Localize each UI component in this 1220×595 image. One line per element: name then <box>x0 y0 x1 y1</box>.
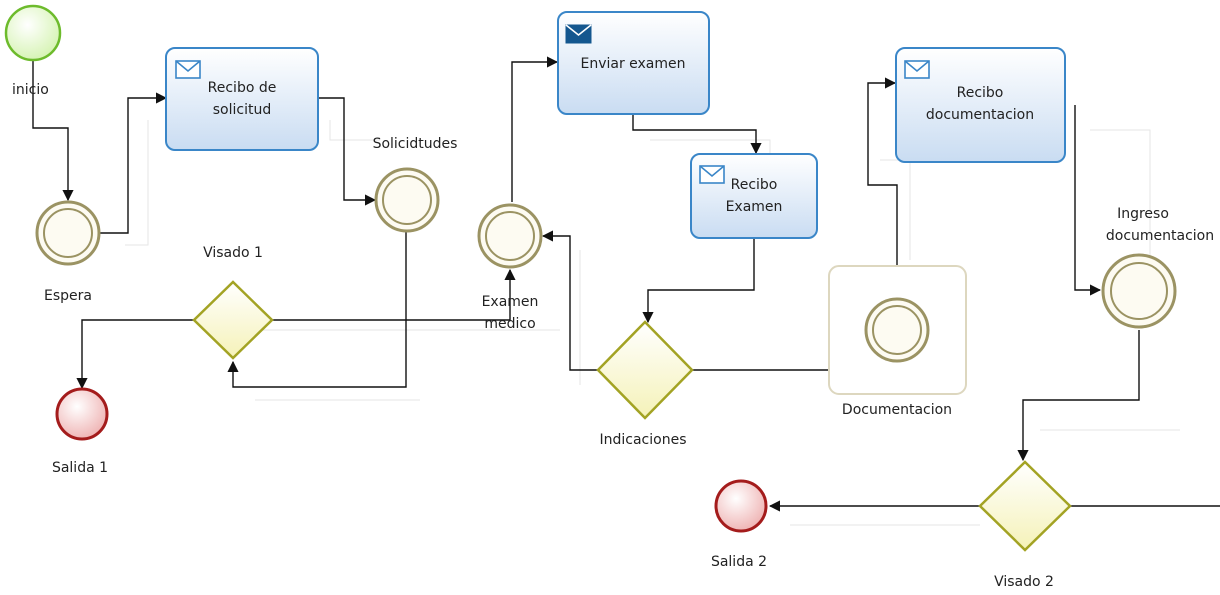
flow-documentacion-recibo-documentacion <box>867 77 898 297</box>
event-label-line-2: medico <box>484 316 535 332</box>
task-label-line-2: solicitud <box>213 102 271 118</box>
gateway-label: Indicaciones <box>600 432 687 448</box>
envelope-outline-icon <box>175 60 201 79</box>
end-event-salida-1[interactable]: Salida 1 <box>52 387 109 476</box>
event-examen-medico[interactable]: Examen medico <box>477 203 543 332</box>
start-event-inicio[interactable]: inicio <box>4 4 62 98</box>
envelope-outline-icon <box>699 165 725 184</box>
flow-visado-1-salida-1 <box>76 319 194 390</box>
flow-examen-medico-enviar-examen <box>511 56 559 202</box>
event-ingreso-documentacion[interactable]: Ingreso documentacion <box>1101 206 1214 329</box>
task-label-line-1: Recibo de <box>208 80 277 96</box>
event-label-line-1: Ingreso <box>1117 206 1169 222</box>
task-label-line-1: Recibo <box>957 85 1004 101</box>
gateway-visado-2[interactable]: Visado 2 <box>978 460 1072 590</box>
task-label-line-2: Examen <box>726 199 783 215</box>
task-recibo-examen[interactable]: Recibo Examen <box>690 153 818 239</box>
task-label-line-2: documentacion <box>926 107 1034 123</box>
event-espera[interactable]: Espera <box>35 200 101 304</box>
flow-recibo-solicitud-solicitudes <box>318 97 377 206</box>
end-event-label: Salida 2 <box>711 554 767 570</box>
sequence-flows <box>32 56 1220 512</box>
flow-recibo-examen-indicaciones <box>642 238 755 324</box>
envelope-filled-icon <box>565 24 592 44</box>
event-label: Solicidtudes <box>373 136 458 152</box>
start-event-label: inicio <box>12 82 49 98</box>
event-label: Espera <box>44 288 92 304</box>
gateway-visado-1[interactable]: Visado 1 <box>192 245 274 360</box>
gateway-label: Visado 1 <box>203 245 263 261</box>
event-label-line-2: documentacion <box>1106 228 1214 244</box>
flow-solicitudes-visado-1 <box>227 232 407 388</box>
event-label: Documentacion <box>842 402 952 418</box>
task-enviar-examen[interactable]: Enviar examen <box>557 11 710 115</box>
event-label-line-1: Examen <box>482 294 539 310</box>
end-event-salida-2[interactable]: Salida 2 <box>711 479 768 570</box>
end-event-label: Salida 1 <box>52 460 108 476</box>
event-documentacion[interactable]: Documentacion <box>842 297 952 418</box>
task-recibo-documentacion[interactable]: Recibo documentacion <box>895 47 1066 163</box>
event-solicitudes[interactable]: Solicidtudes <box>373 136 458 233</box>
flow-visado-1-examen-medico <box>272 268 516 321</box>
flow-recibo-documentacion-ingreso <box>1074 105 1102 296</box>
task-label-line-1: Enviar examen <box>580 56 685 72</box>
gateway-label: Visado 2 <box>994 574 1054 590</box>
task-label-line-1: Recibo <box>731 177 778 193</box>
envelope-outline-icon <box>904 60 930 79</box>
gateway-indicaciones[interactable]: Indicaciones <box>596 320 694 448</box>
task-recibo-solicitud[interactable]: Recibo de solicitud <box>165 47 319 151</box>
flow-inicio-espera <box>32 60 74 202</box>
flow-espera-recibo-solicitud <box>100 92 168 234</box>
flow-enviar-examen-recibo-examen <box>632 115 762 155</box>
flow-ingreso-visado-2 <box>1017 330 1140 462</box>
flow-indicaciones-examen-medico <box>541 230 598 371</box>
